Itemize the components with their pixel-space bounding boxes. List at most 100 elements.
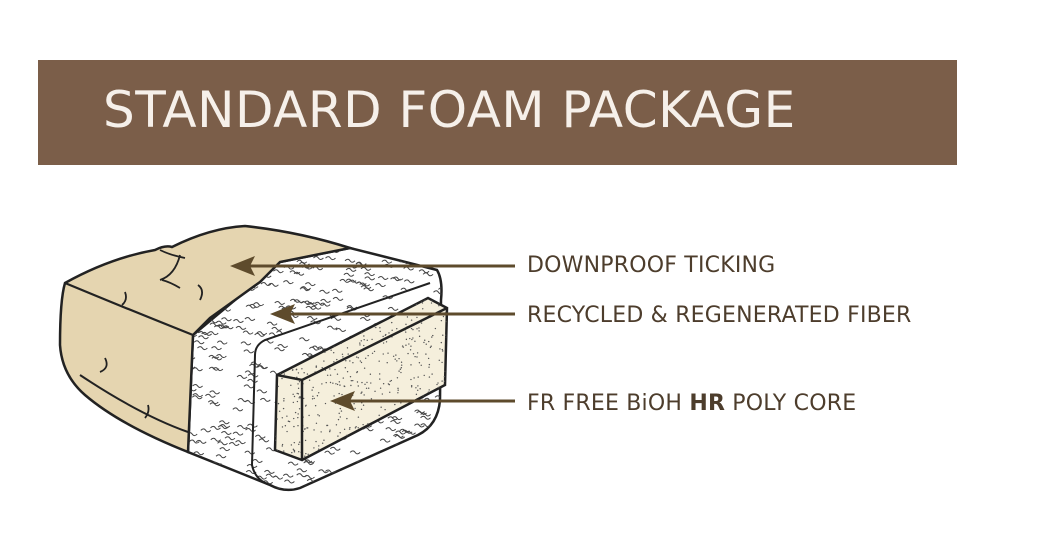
core-dot <box>346 347 349 349</box>
core-dot <box>449 351 450 352</box>
core-dot <box>439 457 442 459</box>
fiber-squiggle <box>303 300 315 305</box>
core-dot <box>410 378 412 381</box>
core-dot <box>364 383 366 386</box>
fiber-squiggle <box>403 481 414 486</box>
core-dot <box>416 316 418 319</box>
core-dot <box>363 464 364 465</box>
fiber-squiggle <box>337 484 349 489</box>
arrow-core <box>330 391 515 411</box>
core-dot <box>308 379 311 381</box>
core-dot <box>293 395 296 398</box>
fiber-squiggle <box>303 461 314 466</box>
core-dot <box>424 299 426 301</box>
fiber-squiggle <box>255 483 267 488</box>
label-core-post: POLY CORE <box>725 391 857 416</box>
fiber-squiggle <box>245 304 257 309</box>
core-dot <box>354 407 356 410</box>
core-dot <box>315 422 318 424</box>
poly-core <box>273 296 449 462</box>
core-dot <box>392 355 395 357</box>
core-dot <box>296 392 298 395</box>
core-dot <box>405 344 407 346</box>
core-dot <box>333 395 335 397</box>
label-poly-core: FR FREE BiOH HR POLY CORE <box>527 391 856 416</box>
core-dot <box>320 431 322 433</box>
core-dot <box>400 361 403 363</box>
core-dot <box>434 422 437 424</box>
core-dot <box>443 438 446 440</box>
fiber-squiggle <box>220 430 232 435</box>
core-dot <box>304 455 306 457</box>
core-dot <box>387 464 388 465</box>
core-dot <box>281 377 283 380</box>
core-dot <box>292 401 295 404</box>
core-dot <box>297 372 300 374</box>
core-dot <box>420 364 422 366</box>
fiber-squiggle <box>304 282 316 287</box>
core-dot <box>356 371 358 374</box>
core-dot <box>382 342 385 344</box>
core-dot <box>304 428 306 430</box>
fiber-squiggle <box>422 272 434 277</box>
core-dot <box>357 385 359 387</box>
fiber-squiggle <box>254 332 266 337</box>
core-dot <box>352 379 354 382</box>
fiber-squiggle <box>215 467 227 472</box>
core-dot <box>429 429 431 432</box>
fiber-squiggle <box>435 442 442 447</box>
core-dot <box>329 430 331 433</box>
fiber-squiggle <box>204 463 216 468</box>
core-dot <box>410 385 413 387</box>
core-dot <box>353 403 355 405</box>
core-dot <box>306 427 308 429</box>
core-dot <box>415 393 418 396</box>
fiber-squiggle <box>360 475 372 480</box>
label-downproof-ticking: DOWNPROOF TICKING <box>527 253 776 278</box>
core-dot <box>415 449 417 452</box>
fiber-squiggle <box>256 365 268 370</box>
fiber-squiggle <box>193 451 205 456</box>
core-dot <box>425 353 427 355</box>
core-dot <box>346 434 348 437</box>
core-dot <box>391 454 394 456</box>
core-dot <box>299 395 301 398</box>
core-dot <box>366 381 368 384</box>
core-dot <box>423 341 425 344</box>
core-dot <box>374 390 376 393</box>
core-dot <box>388 332 390 334</box>
core-dot <box>298 397 300 399</box>
core-dot <box>397 392 399 394</box>
core-dot <box>343 428 346 431</box>
core-dot <box>399 451 401 454</box>
fiber-squiggle <box>387 416 399 421</box>
core-dot <box>427 444 430 446</box>
core-dot <box>290 384 292 386</box>
core-dot <box>449 415 450 416</box>
fiber-squiggle <box>218 324 230 329</box>
fiber-squiggle <box>287 461 299 466</box>
core-dot <box>419 388 421 390</box>
core-dot <box>359 342 361 344</box>
fiber-squiggle <box>233 319 244 324</box>
core-dot <box>451 384 452 385</box>
core-dot <box>323 439 325 441</box>
core-dot <box>356 381 359 383</box>
ticking-top-seam <box>64 281 194 337</box>
core-dot <box>361 332 363 334</box>
core-dot <box>439 424 441 426</box>
fiber-squiggle <box>252 459 263 463</box>
fiber-squiggle <box>215 454 227 459</box>
core-dot <box>407 352 409 355</box>
core-dot <box>282 407 285 410</box>
core-dot <box>325 381 327 384</box>
core-dot <box>339 432 341 434</box>
core-dot <box>394 358 396 360</box>
core-dot <box>308 414 310 417</box>
fiber-squiggle <box>228 489 240 490</box>
core-dot <box>292 448 295 451</box>
fiber-squiggle <box>228 441 240 446</box>
fiber-squiggle <box>304 459 316 464</box>
core-dot <box>283 450 285 452</box>
